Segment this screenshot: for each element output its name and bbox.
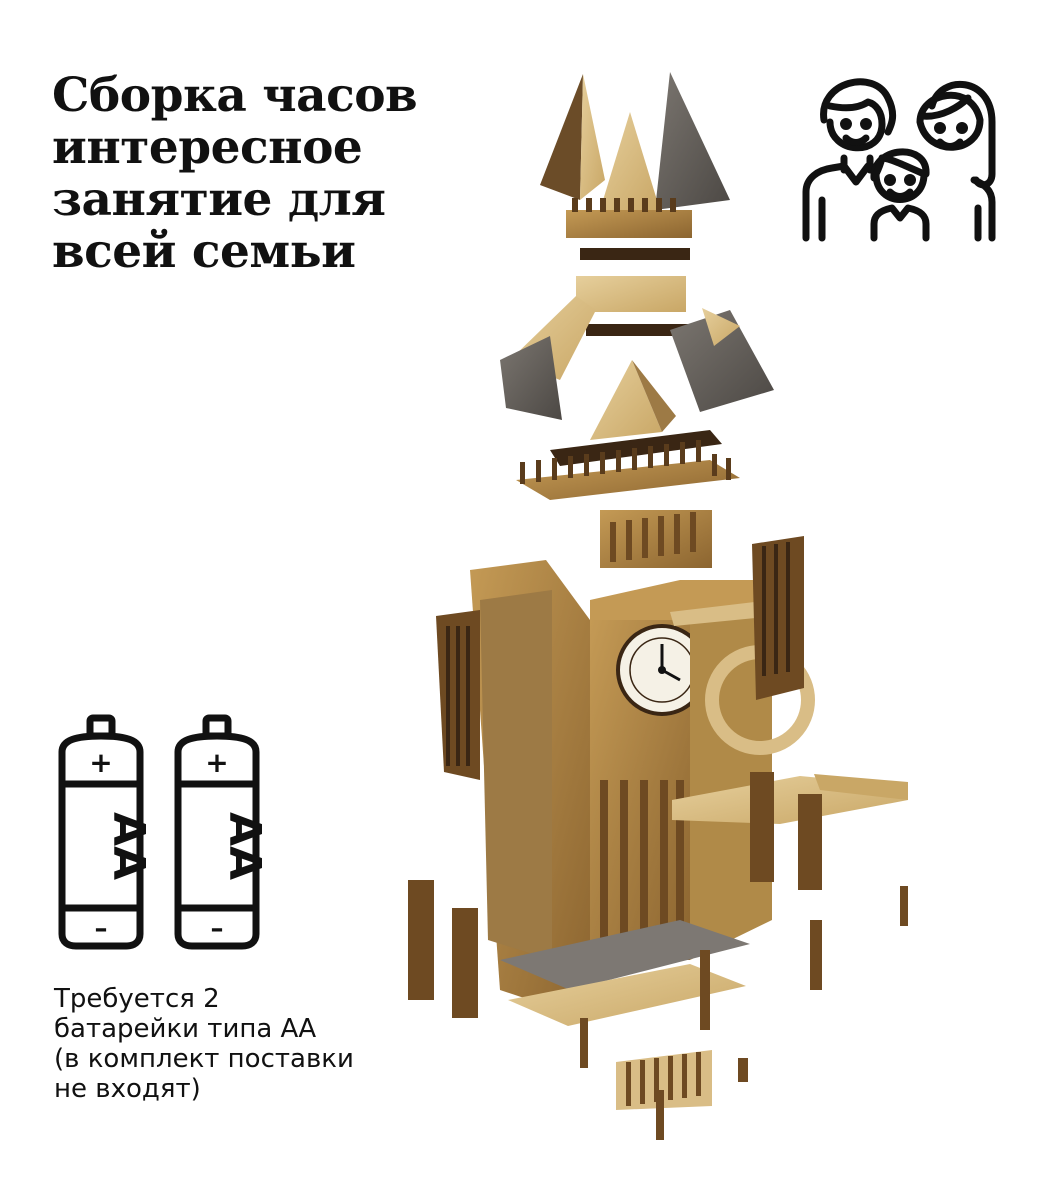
headline: Сборка часов интересное занятие для всей… [52, 70, 472, 278]
balcony-pieces [516, 440, 740, 568]
battery-requirement-text: Требуется 2 батарейки типа АА (в комплек… [54, 984, 354, 1104]
battery-text-line-2: батарейки типа АА [54, 1014, 317, 1044]
svg-text:–: – [211, 914, 224, 944]
svg-text:+: + [205, 746, 228, 779]
headline-line-1: Сборка часов [52, 68, 418, 123]
spire-pieces [540, 72, 730, 336]
svg-text:AA: AA [103, 812, 154, 880]
headline-line-2: интересное [52, 120, 363, 175]
battery-text-line-1: Требуется 2 [54, 984, 220, 1014]
clock-tower-kit-illustration [408, 72, 908, 1140]
battery-text-line-4: не входят) [54, 1074, 201, 1104]
svg-text:AA: AA [219, 812, 267, 880]
battery-text-line-3: (в комплект поставки [54, 1044, 354, 1074]
base-pieces [500, 920, 750, 1110]
batteries-group: + – AA + – AA [58, 714, 267, 950]
headline-line-4: всей семьи [52, 224, 356, 279]
battery-icon-1: + – AA [58, 714, 154, 950]
middle-roof-pieces [500, 296, 774, 466]
svg-text:+: + [89, 746, 112, 779]
svg-text:–: – [95, 914, 108, 944]
battery-icon-2: + – AA [174, 714, 267, 950]
loose-parts [408, 772, 908, 1140]
family-icon [802, 78, 996, 242]
headline-line-3: занятие для [52, 172, 386, 227]
